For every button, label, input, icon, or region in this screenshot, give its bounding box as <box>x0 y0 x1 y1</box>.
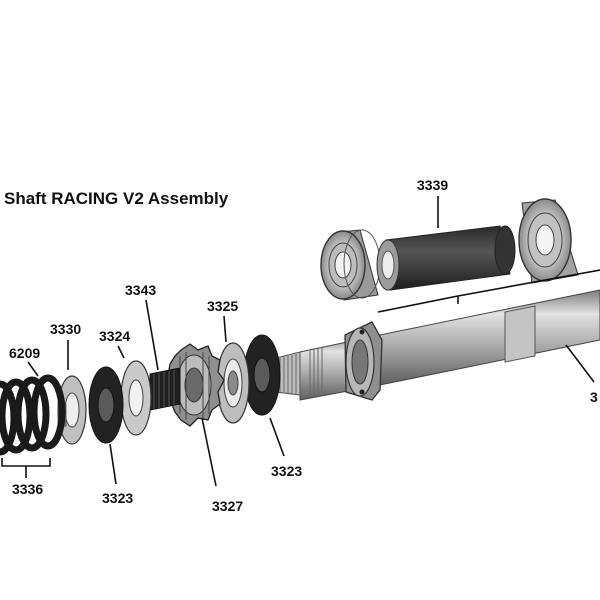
washer-3324 <box>120 360 152 436</box>
leader-6209 <box>27 361 39 377</box>
leader-3323-right <box>269 417 285 457</box>
leader-3324 <box>117 345 125 359</box>
bracket-3336 <box>1 458 51 478</box>
callout-3339: 3339 <box>417 177 448 193</box>
callout-6209: 6209 <box>9 345 40 361</box>
bearing-right-3339 <box>518 198 579 284</box>
callout-3327: 3327 <box>212 498 243 514</box>
washer-3323-left <box>88 366 124 444</box>
bearing-group-bracket <box>377 269 600 313</box>
leader-3327 <box>201 417 217 487</box>
main-shaft <box>275 289 600 401</box>
leader-3343 <box>145 299 159 371</box>
callout-3324: 3324 <box>99 328 130 344</box>
shaft-flange <box>344 321 383 401</box>
leader-33-partial <box>565 344 595 383</box>
leader-3325 <box>223 315 227 343</box>
leader-3323-left <box>109 443 117 485</box>
callout-3323-right: 3323 <box>271 463 302 479</box>
callout-3330: 3330 <box>50 321 81 337</box>
bearing-left-3339 <box>320 229 381 301</box>
washer-3325 <box>216 342 250 424</box>
callout-3325: 3325 <box>207 298 238 314</box>
washer-3323-right <box>243 334 281 416</box>
spacer-sleeve-3339 <box>376 225 516 291</box>
spline-hub-3343 <box>149 367 181 411</box>
diagram-title: Shaft RACING V2 Assembly <box>4 189 229 208</box>
disc-springs-3336 <box>0 374 66 456</box>
callout-3323-left: 3323 <box>102 490 133 506</box>
callout-3343: 3343 <box>125 282 156 298</box>
callouts: 3339 3343 3325 3330 3324 6209 3336 3323 … <box>9 177 598 514</box>
leader-lines <box>1 196 595 487</box>
callout-3336: 3336 <box>12 481 43 497</box>
callout-3-partial: 3 <box>590 389 598 405</box>
